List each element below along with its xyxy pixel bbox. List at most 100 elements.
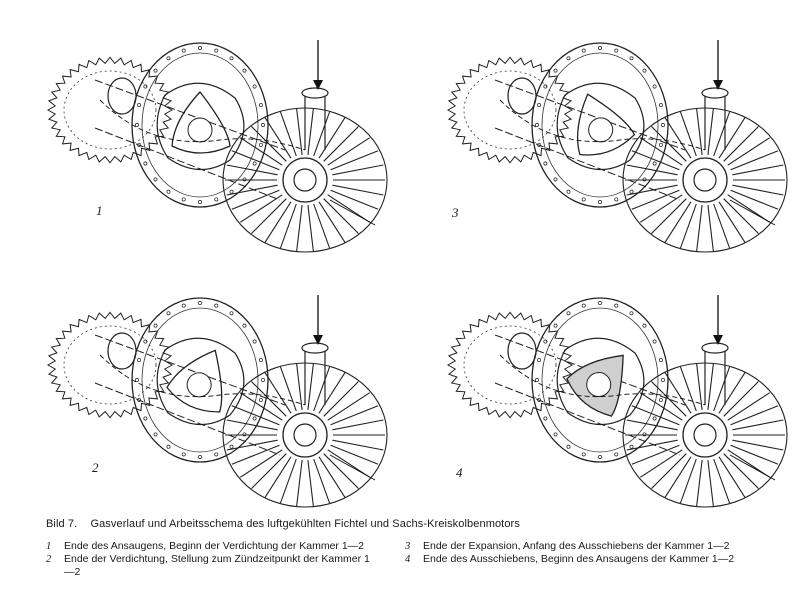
legend-number: 3: [405, 541, 411, 552]
bolt-hole: [535, 123, 539, 127]
bolt-hole: [198, 455, 202, 459]
bolt-hole: [543, 84, 548, 89]
bolt-hole: [537, 397, 542, 402]
trochoid-chamber: [556, 82, 645, 171]
bolt-hole: [229, 189, 234, 194]
bolt-hole: [143, 339, 148, 344]
panel-number-3: 3: [452, 205, 459, 220]
bolt-hole: [614, 452, 619, 457]
engine-drawing-4: [446, 295, 788, 508]
rotor-outline: [166, 349, 223, 413]
legend-text: Ende der Expansion, Anfang des Ausschieb…: [423, 540, 730, 552]
bolt-hole: [258, 397, 263, 402]
bolt-hole: [198, 200, 202, 204]
diagram-panel-1: 1: [0, 0, 400, 260]
exhaust-line: [729, 454, 776, 481]
bolt-hole: [566, 56, 571, 61]
shaft-outline: [94, 334, 286, 456]
figure-label: Bild 7.: [46, 518, 78, 530]
bolt-hole: [642, 177, 647, 182]
figure-caption: Bild 7. Gasverlauf und Arbeitsschema des…: [46, 518, 520, 530]
cooling-fins: [625, 363, 785, 507]
rotor-outline: [577, 93, 636, 156]
fan-hub: [507, 77, 537, 115]
diagram-panel-3: 3: [400, 0, 800, 260]
bolt-hole: [598, 455, 602, 459]
bolt-hole: [229, 444, 234, 449]
legend-left: 1 Ende des Ansaugens, Beginn der Verdich…: [46, 540, 376, 579]
exhaust-line: [329, 454, 376, 481]
housing-rim: [541, 307, 659, 453]
inlet-tube: [304, 95, 326, 150]
bolt-hole: [598, 200, 602, 204]
exhaust-line: [729, 199, 776, 226]
bolt-hole: [242, 432, 247, 437]
rotor-group: [171, 90, 231, 154]
bolt-hole: [181, 303, 186, 308]
flange: [282, 157, 328, 203]
bolt-hole: [181, 197, 186, 202]
bolt-hole: [553, 68, 558, 73]
bolt-hole: [242, 68, 247, 73]
bolt-hole: [652, 416, 657, 421]
bolt-hole: [214, 197, 219, 202]
legend-item: 1 Ende des Ansaugens, Beginn der Verdich…: [46, 540, 376, 553]
flow-arrowhead: [713, 335, 723, 345]
bolt-hole: [137, 103, 142, 108]
bolt-hole: [553, 323, 558, 328]
fan-wheel-outline: [46, 56, 174, 164]
housing-rim: [541, 52, 659, 198]
inlet-tube: [704, 350, 726, 405]
bolt-hole: [629, 311, 634, 316]
housing-rim: [141, 307, 259, 453]
bolt-hole: [153, 68, 158, 73]
inlet-tube: [304, 350, 326, 405]
fan-inner-ring: [63, 325, 157, 405]
bolt-hole: [535, 378, 539, 382]
gas-path: [499, 99, 706, 151]
bolt-hole: [153, 177, 158, 182]
flange: [282, 412, 328, 458]
fan-inner-ring: [63, 70, 157, 150]
legend-text: Ende des Ansaugens, Beginn der Verdichtu…: [64, 540, 365, 552]
rotor-group: [166, 349, 223, 413]
housing-rim: [141, 52, 259, 198]
rotor-outline: [171, 90, 231, 154]
rotor-gear: [186, 372, 212, 398]
bolt-hole: [614, 48, 619, 53]
diagram-panel-2: 2: [0, 255, 400, 515]
bolt-hole: [198, 46, 202, 50]
flange-bore: [693, 423, 717, 447]
bolt-hole: [166, 56, 171, 61]
bolt-hole: [261, 123, 265, 127]
bolt-hole: [258, 358, 263, 363]
bolt-hole: [252, 416, 257, 421]
legend-number: 2: [46, 554, 52, 565]
panel-number-1: 1: [96, 203, 103, 218]
fan-wheel-outline: [446, 311, 574, 419]
bolt-hole: [614, 303, 619, 308]
bolt-hole: [581, 452, 586, 457]
bolt-hole: [598, 46, 602, 50]
flange: [682, 412, 728, 458]
legend-number: 1: [46, 541, 52, 552]
bolt-hole: [214, 303, 219, 308]
bolt-hole: [629, 444, 634, 449]
bolt-hole: [166, 311, 171, 316]
bolt-hole: [258, 142, 263, 147]
exhaust-line: [329, 199, 376, 226]
bolt-hole: [566, 444, 571, 449]
gas-path: [99, 99, 306, 151]
bolt-hole: [629, 189, 634, 194]
gas-path: [499, 354, 706, 406]
legend-text: Ende der Verdichtung, Stellung zum Zündz…: [64, 553, 370, 578]
engine-drawing-1: [46, 40, 388, 253]
bolt-hole: [181, 452, 186, 457]
bolt-hole: [181, 48, 186, 53]
bolt-hole: [166, 189, 171, 194]
bolt-hole: [166, 444, 171, 449]
flow-arrowhead: [313, 80, 323, 90]
bolt-hole: [652, 161, 657, 166]
bolt-hole: [553, 177, 558, 182]
inlet-tube: [704, 95, 726, 150]
